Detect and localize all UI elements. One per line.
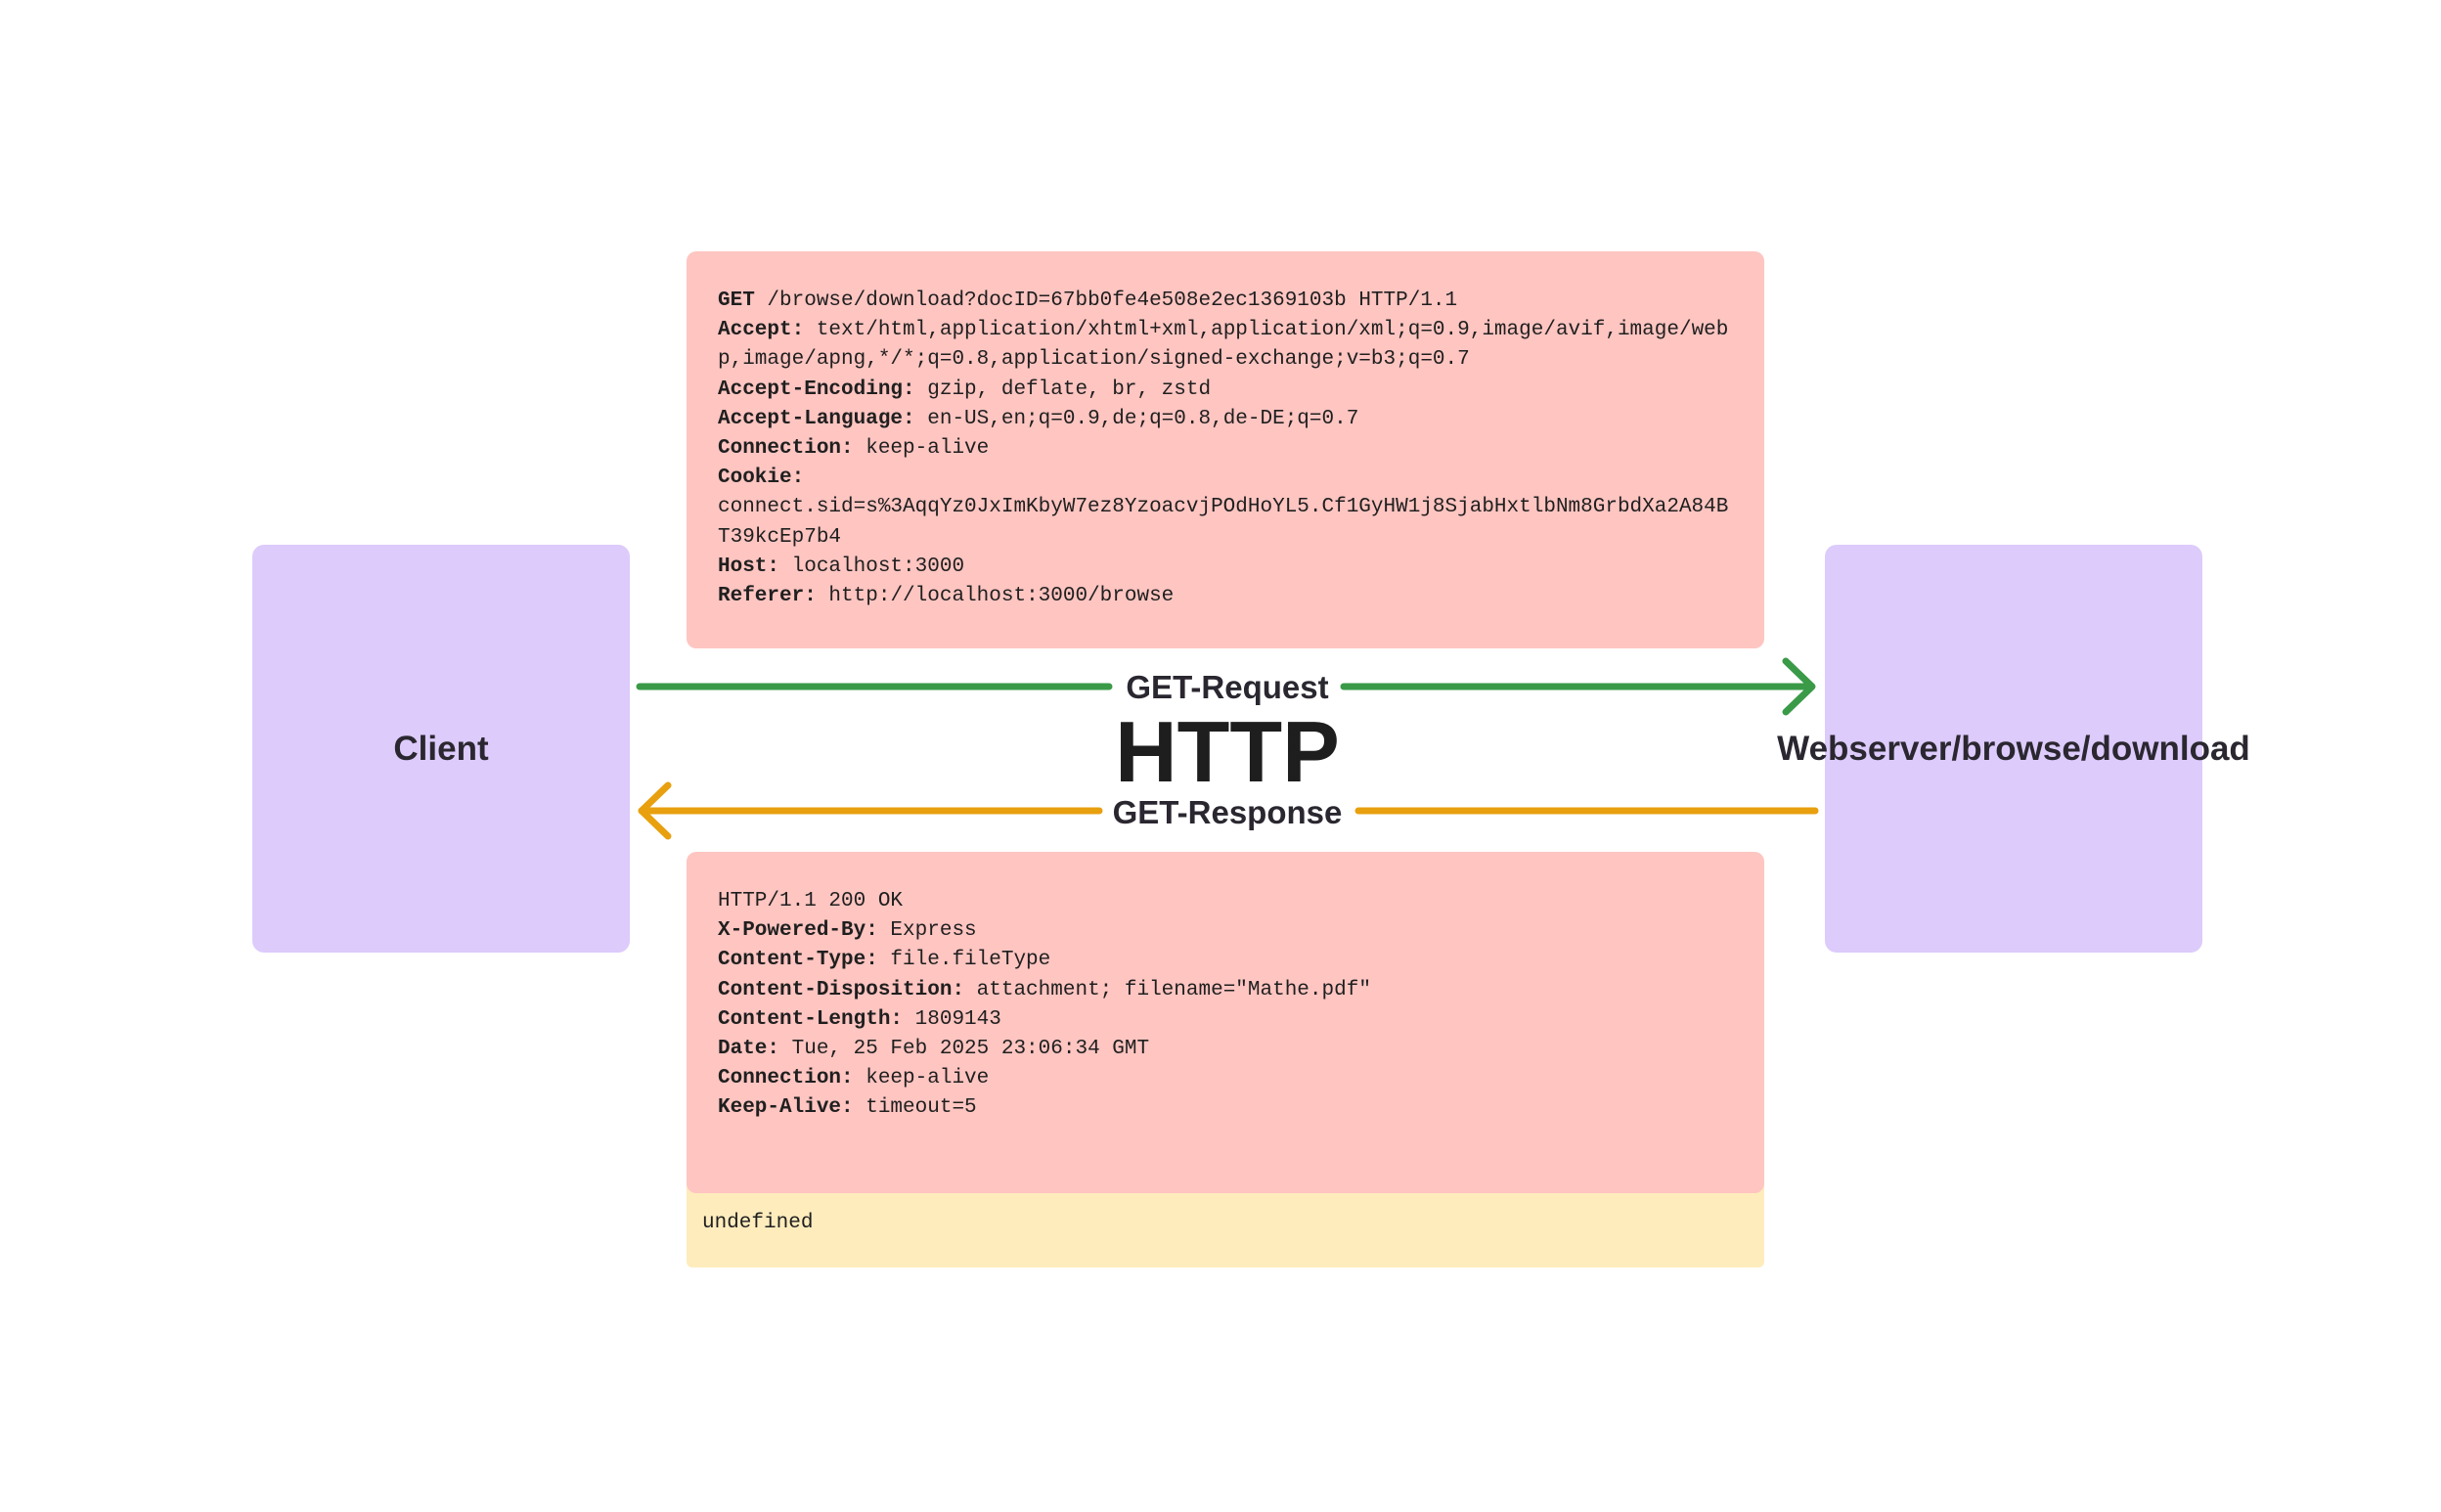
response-body-text: undefined [702,1212,814,1234]
request-line: Cookie: [718,464,1733,493]
request-line: Referer: http://localhost:3000/browse [718,582,1733,611]
response-line: Connection: keep-alive [718,1064,1733,1093]
request-line: Host: localhost:3000 [718,553,1733,582]
response-line: Content-Disposition: attachment; filenam… [718,976,1733,1005]
request-header-name: Host: [718,555,780,578]
request-header-value: keep-alive [853,437,990,461]
response-header-name: Content-Length: [718,1007,904,1031]
request-line: Accept-Encoding: gzip, deflate, br, zstd [718,376,1733,405]
response-header-value: Tue, 25 Feb 2025 23:06:34 GMT [779,1038,1150,1061]
request-line: Connection: keep-alive [718,434,1733,464]
response-header-value: keep-alive [853,1067,990,1090]
request-header-value: connect.sid=s%3AqqYz0JxImKbyW7ez8Yzoacvj… [718,496,1729,549]
response-arrow-label: GET-Response [1112,794,1343,830]
client-label: Client [393,729,489,768]
response-header-name: Keep-Alive: [718,1096,854,1120]
response-header-name: X-Powered-By: [718,919,878,943]
response-body-note[interactable]: undefined [687,1183,1764,1267]
response-line: X-Powered-By: Express [718,916,1733,946]
response-header-value: timeout=5 [853,1096,977,1120]
response-header-name: Content-Disposition: [718,978,965,1001]
response-header-name: Connection: [718,1067,854,1090]
response-header-value: attachment; filename="Mathe.pdf" [964,978,1371,1001]
request-header-name: Accept-Encoding: [718,378,915,401]
response-line: HTTP/1.1 200 OK [718,887,1733,916]
request-header-name: GET [718,289,755,312]
webserver-node[interactable]: Webserver/browse/download [1777,545,2250,953]
request-line: connect.sid=s%3AqqYz0JxImKbyW7ez8Yzoacvj… [718,493,1733,552]
request-arrowhead [1782,657,1816,716]
webserver-label: Webserver/browse/download [1777,729,2250,768]
response-header-name: Date: [718,1038,780,1061]
client-node[interactable]: Client [252,545,630,953]
response-header-value: Express [877,919,977,943]
request-header-name: Referer: [718,585,817,608]
request-header-name: Accept-Language: [718,407,915,430]
response-header-value: file.fileType [877,949,1051,972]
protocol-title: HTTP [1115,703,1340,800]
request-header-value: text/html,application/xhtml+xml,applicat… [718,319,1729,372]
request-header-value: /browse/download?docID=67bb0fe4e508e2ec1… [754,289,1458,312]
response-header-value: HTTP/1.1 200 OK [718,890,904,912]
request-header-value: en-US,en;q=0.9,de;q=0.8,de-DE;q=0.7 [914,407,1359,430]
request-header-value: gzip, deflate, br, zstd [914,378,1212,401]
request-header-name: Accept: [718,319,805,342]
response-arrowhead [638,781,672,840]
response-header-name: Content-Type: [718,949,878,972]
response-header-value: 1809143 [903,1007,1001,1031]
response-line: Content-Length: 1809143 [718,1005,1733,1035]
request-header-name: Connection: [718,437,854,461]
request-line: Accept-Language: en-US,en;q=0.9,de;q=0.8… [718,405,1733,434]
response-line: Date: Tue, 25 Feb 2025 23:06:34 GMT [718,1035,1733,1064]
request-header-name: Cookie: [718,467,805,490]
request-arrow-label: GET-Request [1126,669,1329,705]
request-header-value: http://localhost:3000/browse [816,585,1175,608]
response-line: Content-Type: file.fileType [718,946,1733,975]
request-headers-note[interactable]: GET /browse/download?docID=67bb0fe4e508e… [687,251,1764,648]
request-header-value: localhost:3000 [779,555,965,578]
request-line: GET /browse/download?docID=67bb0fe4e508e… [718,287,1733,316]
request-line: Accept: text/html,application/xhtml+xml,… [718,316,1733,375]
response-line: Keep-Alive: timeout=5 [718,1093,1733,1123]
